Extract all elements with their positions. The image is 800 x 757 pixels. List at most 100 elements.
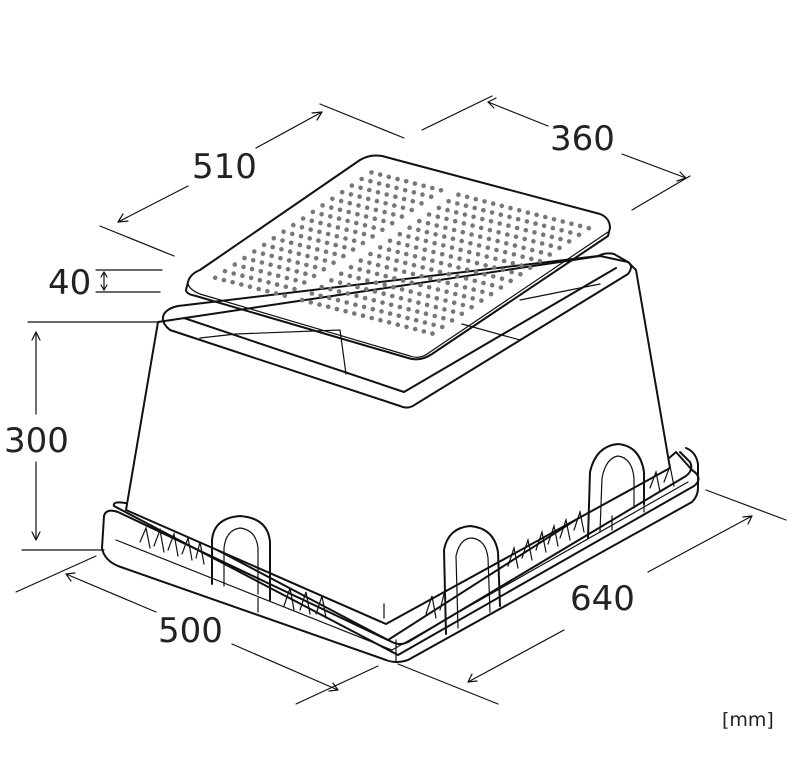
lid-perforation-dot (522, 236, 527, 242)
lid-perforation-dot (372, 216, 378, 221)
lid-perforation-dot (317, 302, 322, 307)
lid-perforation-dot (420, 192, 425, 197)
lid-perforation-dot (459, 311, 465, 317)
lid-perforation-dot (530, 247, 535, 253)
lid-perforation-dot (543, 214, 548, 220)
lid-perforation-dot (442, 307, 447, 312)
lid-perforation-dot (321, 267, 327, 272)
lid-perforation-dot (460, 302, 466, 308)
lid-perforation-dot (261, 242, 267, 248)
lid-perforation-dot (466, 258, 471, 264)
lid-perforation-dot (456, 265, 461, 270)
lid-perforation-dot (362, 295, 368, 301)
lid-perforation-dot (328, 214, 333, 219)
lid-perforation-dot (453, 291, 458, 297)
lid-perforation-dot (534, 212, 539, 218)
lid-perforation-dot (436, 205, 442, 211)
lid-perforation-dot (288, 240, 294, 246)
lid-perforation-dot (393, 194, 398, 199)
lid-perforation-dot (361, 304, 367, 310)
lid-perforation-dot (331, 260, 336, 266)
lid-perforation-dot (446, 199, 451, 204)
lid-perforation-dot (408, 289, 414, 294)
lid-perforation-dot (470, 223, 475, 228)
lid-perforation-dot (293, 278, 298, 283)
lid-perforation-dot (397, 231, 403, 237)
lid-perforation-dot (402, 187, 408, 193)
lid-perforation-dot (492, 265, 497, 270)
lid-perforation-dot (366, 269, 371, 274)
lid-perforation-dot (424, 229, 430, 235)
lid-perforation-dot (303, 271, 308, 277)
lid-perforation-dot (479, 298, 484, 303)
lid-perforation-dot (439, 251, 445, 257)
lid-perforation-dot (311, 273, 317, 279)
lid-perforation-dot (449, 318, 455, 323)
lid-perforation-dot (429, 267, 434, 272)
lid-perforation-dot (432, 313, 438, 319)
lid-perforation-dot (419, 201, 424, 206)
lid-perforation-dot (344, 227, 349, 232)
lid-perforation-dot (287, 249, 293, 254)
lid-perforation-dot (356, 203, 361, 208)
lid-perforation-dot (386, 320, 392, 325)
lid-perforation-dot (488, 219, 494, 224)
lid-perforation-dot (392, 276, 397, 281)
lid-perforation-dot (317, 229, 322, 235)
lid-perforation-dot (309, 291, 315, 296)
lid-perforation-dot (436, 278, 442, 284)
lid-perforation-dot (404, 324, 409, 330)
lid-perforation-dot (405, 243, 410, 248)
lid-perforation-dot (355, 212, 360, 217)
lid-perforation-dot (353, 302, 358, 308)
dim-640-arrow-right (647, 515, 753, 573)
unit-label: [mm] (722, 709, 774, 731)
lid-perforation-dot (378, 245, 383, 250)
lid-perforation-dot (423, 238, 429, 244)
lid-perforation-dot (338, 271, 344, 277)
lid-perforation-dot (249, 266, 255, 272)
lid-perforation-dot (518, 272, 523, 277)
lid-perforation-dot (462, 285, 468, 290)
lid-perforation-dot (322, 258, 328, 263)
lid-perforation-dot (432, 240, 437, 246)
lid-perforation-dot (451, 227, 457, 233)
lid-perforation-dot (368, 251, 373, 257)
lid-perforation-dot (519, 263, 524, 268)
lid-perforation-dot (335, 297, 341, 303)
lid-perforation-dot (450, 309, 456, 314)
lid-perforation-dot (316, 238, 321, 243)
lid-perforation-dot (329, 205, 334, 210)
lid-perforation-dot (399, 287, 405, 292)
lid-perforation-dot (367, 260, 372, 266)
lid-perforation-dot (560, 219, 565, 224)
lid-perforation-dot (351, 238, 357, 243)
lid-perforation-dot (400, 205, 406, 211)
lid-perforation-dot (415, 309, 420, 314)
lid-perforation-dot (433, 232, 438, 237)
lid-perforation-dot (468, 241, 473, 246)
lid-perforation-dot (493, 256, 498, 262)
lid-perforation-dot (280, 238, 285, 243)
lid-perforation-dot (504, 241, 509, 246)
lid-perforation-dot (394, 185, 399, 191)
lid-perforation-dot (411, 262, 417, 268)
lid-perforation-dot (336, 289, 342, 294)
lid-perforation-dot (387, 311, 393, 316)
lid-perforation-dot (463, 276, 469, 281)
arch-left (211, 515, 271, 601)
lid-perforation-dot (335, 225, 341, 230)
lid-perforation-dot (284, 275, 290, 281)
lid-perforation-dot (428, 276, 433, 281)
lid-perforation-dot (533, 221, 538, 226)
lid-perforation-dot (434, 223, 440, 228)
lid-perforation-dot (370, 234, 375, 239)
lid-perforation-dot (403, 179, 409, 184)
lid-perforation-dot (516, 208, 522, 213)
lid-perforation-dot (328, 286, 333, 292)
lid-perforation-dot (350, 247, 356, 252)
lid-perforation-dot (486, 236, 492, 242)
lid-perforation-dot (547, 252, 552, 257)
lid-perforation-dot (566, 239, 572, 244)
